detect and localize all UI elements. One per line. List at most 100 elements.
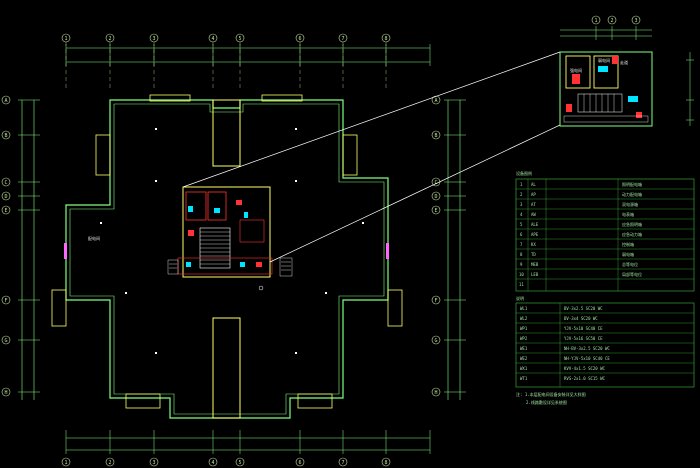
legend-code: 4 bbox=[520, 212, 523, 217]
notes-rows: WL1 BV-3x2.5 SC20 WC WL2 BV-3x4 SC20 WC … bbox=[520, 306, 610, 381]
detail-axis-bubbles: 1 2 3 bbox=[591, 15, 641, 25]
floor-plan: 配电间 bbox=[51, 94, 403, 419]
detail-marker bbox=[258, 285, 264, 291]
notes-desc: YJV-5x10 SC40 CE bbox=[564, 326, 603, 331]
notes-title: 说明 bbox=[516, 295, 524, 301]
svg-text:2: 2 bbox=[108, 36, 111, 42]
core-area bbox=[167, 186, 293, 291]
detail-room-weak bbox=[593, 55, 619, 89]
south-light-well bbox=[212, 317, 241, 419]
notes-symbol: WL2 bbox=[520, 316, 528, 321]
legend-symbol: MEB bbox=[531, 262, 539, 267]
core-label-blocks bbox=[167, 257, 293, 277]
notes-symbol: WE2 bbox=[520, 356, 528, 361]
left-axis-bubbles: A B C D E F G H bbox=[1, 95, 11, 397]
notes-desc: YJV-5x16 SC50 CE bbox=[564, 336, 603, 341]
wall-marker bbox=[386, 243, 389, 259]
svg-text:5: 5 bbox=[238, 36, 241, 42]
legend-code: 9 bbox=[520, 262, 523, 267]
detail-dimension-chain bbox=[560, 26, 652, 40]
axis-bubble: 8 bbox=[381, 33, 391, 43]
detail-room-strong bbox=[565, 55, 591, 89]
svg-text:D: D bbox=[434, 194, 437, 200]
svg-text:6: 6 bbox=[298, 460, 301, 466]
svg-text:C: C bbox=[4, 180, 7, 186]
detail-panel bbox=[636, 112, 642, 118]
svg-text:E: E bbox=[434, 208, 437, 214]
detail-leader-lines bbox=[182, 51, 561, 263]
balcony bbox=[125, 393, 161, 409]
detail-stair bbox=[577, 93, 623, 113]
detail-panel bbox=[612, 56, 618, 64]
axis-bubble: 7 bbox=[338, 457, 348, 467]
building-outline-inner bbox=[69, 103, 385, 415]
axis-bubble: 3 bbox=[149, 457, 159, 467]
svg-text:8: 8 bbox=[384, 460, 387, 466]
svg-text:3: 3 bbox=[634, 18, 637, 24]
axis-bubble: 1 bbox=[61, 457, 71, 467]
axis-bubble: 8 bbox=[381, 457, 391, 467]
stair-treads bbox=[200, 231, 230, 265]
axis-bubble: 3 bbox=[149, 33, 159, 43]
svg-text:1: 1 bbox=[64, 460, 67, 466]
axis-bubble: B bbox=[431, 130, 441, 140]
left-dimension-chain bbox=[18, 99, 40, 400]
axis-bubble: E bbox=[431, 205, 441, 215]
detail-stair-treads bbox=[583, 94, 615, 112]
legend-symbol: AP bbox=[531, 192, 536, 197]
equipment-panel bbox=[188, 206, 193, 212]
right-axis-bubbles: A B C D E F G H bbox=[431, 95, 441, 397]
legend-table: 设备图例 1 AL 照明配电箱 2 AP 动力配电箱 3 AT 双电源箱 4 A… bbox=[515, 170, 695, 292]
legend-symbol: LEB bbox=[531, 272, 539, 277]
axis-bubble: 5 bbox=[235, 457, 245, 467]
legend-code: 5 bbox=[520, 222, 523, 227]
svg-text:D: D bbox=[4, 194, 7, 200]
detail-corridor bbox=[563, 115, 649, 123]
electrical-room bbox=[207, 191, 227, 221]
axis-bubble: 2 bbox=[607, 15, 617, 25]
svg-text:4: 4 bbox=[211, 460, 214, 466]
notes-table: 说明 WL1 BV-3x2.5 SC20 WC WL2 BV-3x4 SC20 … bbox=[515, 295, 695, 405]
axis-bubble: H bbox=[1, 387, 11, 397]
legend-code: 2 bbox=[520, 192, 523, 197]
svg-text:B: B bbox=[4, 133, 7, 139]
top-axis-bubbles: 1 2 3 4 5 6 7 8 bbox=[61, 33, 391, 43]
legend-code: 3 bbox=[520, 202, 523, 207]
notes-desc: BV-3x4 SC20 WC bbox=[564, 316, 598, 321]
axis-bubble: 7 bbox=[338, 33, 348, 43]
bottom-axis-bubbles: 1 2 3 4 5 6 7 8 bbox=[61, 457, 391, 467]
axis-bubble: A bbox=[1, 95, 11, 105]
axis-bubble: 6 bbox=[295, 457, 305, 467]
axis-bubble: 2 bbox=[105, 33, 115, 43]
room-label: 配电间 bbox=[88, 235, 100, 241]
axis-bubble: H bbox=[431, 387, 441, 397]
svg-text:2: 2 bbox=[610, 18, 613, 24]
detail-room-label: 强电间 bbox=[570, 67, 582, 73]
equipment-panel bbox=[214, 208, 220, 213]
svg-text:H: H bbox=[4, 390, 7, 396]
axis-bubble: F bbox=[431, 295, 441, 305]
core-label-lines bbox=[169, 261, 291, 271]
svg-text:C: C bbox=[434, 180, 437, 186]
axis-bubble: 3 bbox=[631, 15, 641, 25]
svg-text:H: H bbox=[434, 390, 437, 396]
svg-text:8: 8 bbox=[384, 36, 387, 42]
detail-room-label: 弱电间 bbox=[598, 57, 610, 63]
legend-symbol: KX bbox=[531, 242, 536, 247]
svg-text:F: F bbox=[434, 298, 437, 304]
corridor-equipment bbox=[186, 262, 262, 267]
legend-desc: 总等电位 bbox=[622, 261, 638, 267]
notes-desc: RVS-2x1.0 SC15 WC bbox=[564, 376, 606, 381]
legend-desc: 弱电箱 bbox=[622, 251, 634, 257]
legend-desc: 控制箱 bbox=[622, 241, 634, 247]
legend-code: 1 bbox=[520, 182, 523, 187]
svg-text:7: 7 bbox=[341, 460, 344, 466]
equipment-panel bbox=[188, 230, 194, 236]
notes-symbol: WP2 bbox=[520, 336, 528, 341]
footnote: 2.线路敷设详见系统图 bbox=[526, 399, 567, 405]
balcony bbox=[51, 289, 67, 327]
legend-desc: 动力配电箱 bbox=[622, 191, 642, 197]
legend-rows: 1 AL 照明配电箱 2 AP 动力配电箱 3 AT 双电源箱 4 AW 电表箱… bbox=[519, 181, 642, 287]
detail-plan: 1 2 3 强电间 弱电间 走道 bbox=[559, 15, 694, 127]
